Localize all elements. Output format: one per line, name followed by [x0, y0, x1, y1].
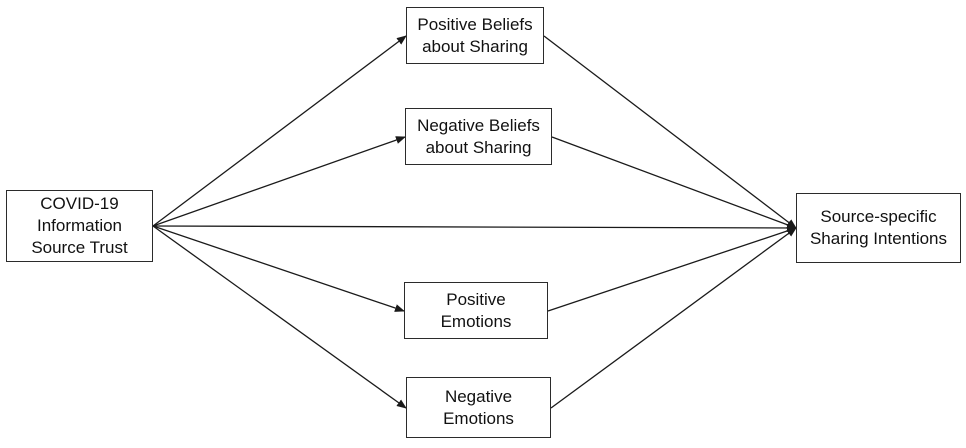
arrow-positive-emotions-to-sharing-intentions: [547, 227, 797, 312]
node-positive-emotions: Positive Emotions: [404, 282, 548, 339]
arrow-source-trust-to-negative-emotions: [152, 225, 407, 409]
node-label: COVID-19 Information Source Trust: [31, 194, 128, 257]
node-negative-beliefs: Negative Beliefs about Sharing: [405, 108, 552, 165]
node-label: Positive Beliefs about Sharing: [417, 14, 533, 56]
node-label: Negative Emotions: [443, 386, 514, 428]
node-covid19-information-source-trust: COVID-19 Information Source Trust: [6, 190, 153, 262]
arrow-source-trust-to-negative-beliefs: [152, 136, 406, 227]
node-positive-beliefs: Positive Beliefs about Sharing: [406, 7, 544, 64]
arrow-source-trust-to-sharing-intentions: [152, 223, 797, 232]
arrow-positive-beliefs-to-sharing-intentions: [543, 35, 797, 229]
arrow-negative-beliefs-to-sharing-intentions: [551, 136, 797, 229]
node-negative-emotions: Negative Emotions: [406, 377, 551, 438]
arrow-negative-emotions-to-sharing-intentions: [550, 227, 797, 409]
node-label: Negative Beliefs about Sharing: [417, 115, 540, 157]
arrow-source-trust-to-positive-emotions: [152, 225, 405, 312]
node-label: Positive Emotions: [440, 289, 512, 331]
arrow-source-trust-to-positive-beliefs: [152, 35, 407, 227]
node-label: Source-specific Sharing Intentions: [809, 207, 948, 248]
node-source-specific-sharing-intentions: Source-specific Sharing Intentions: [796, 193, 961, 263]
